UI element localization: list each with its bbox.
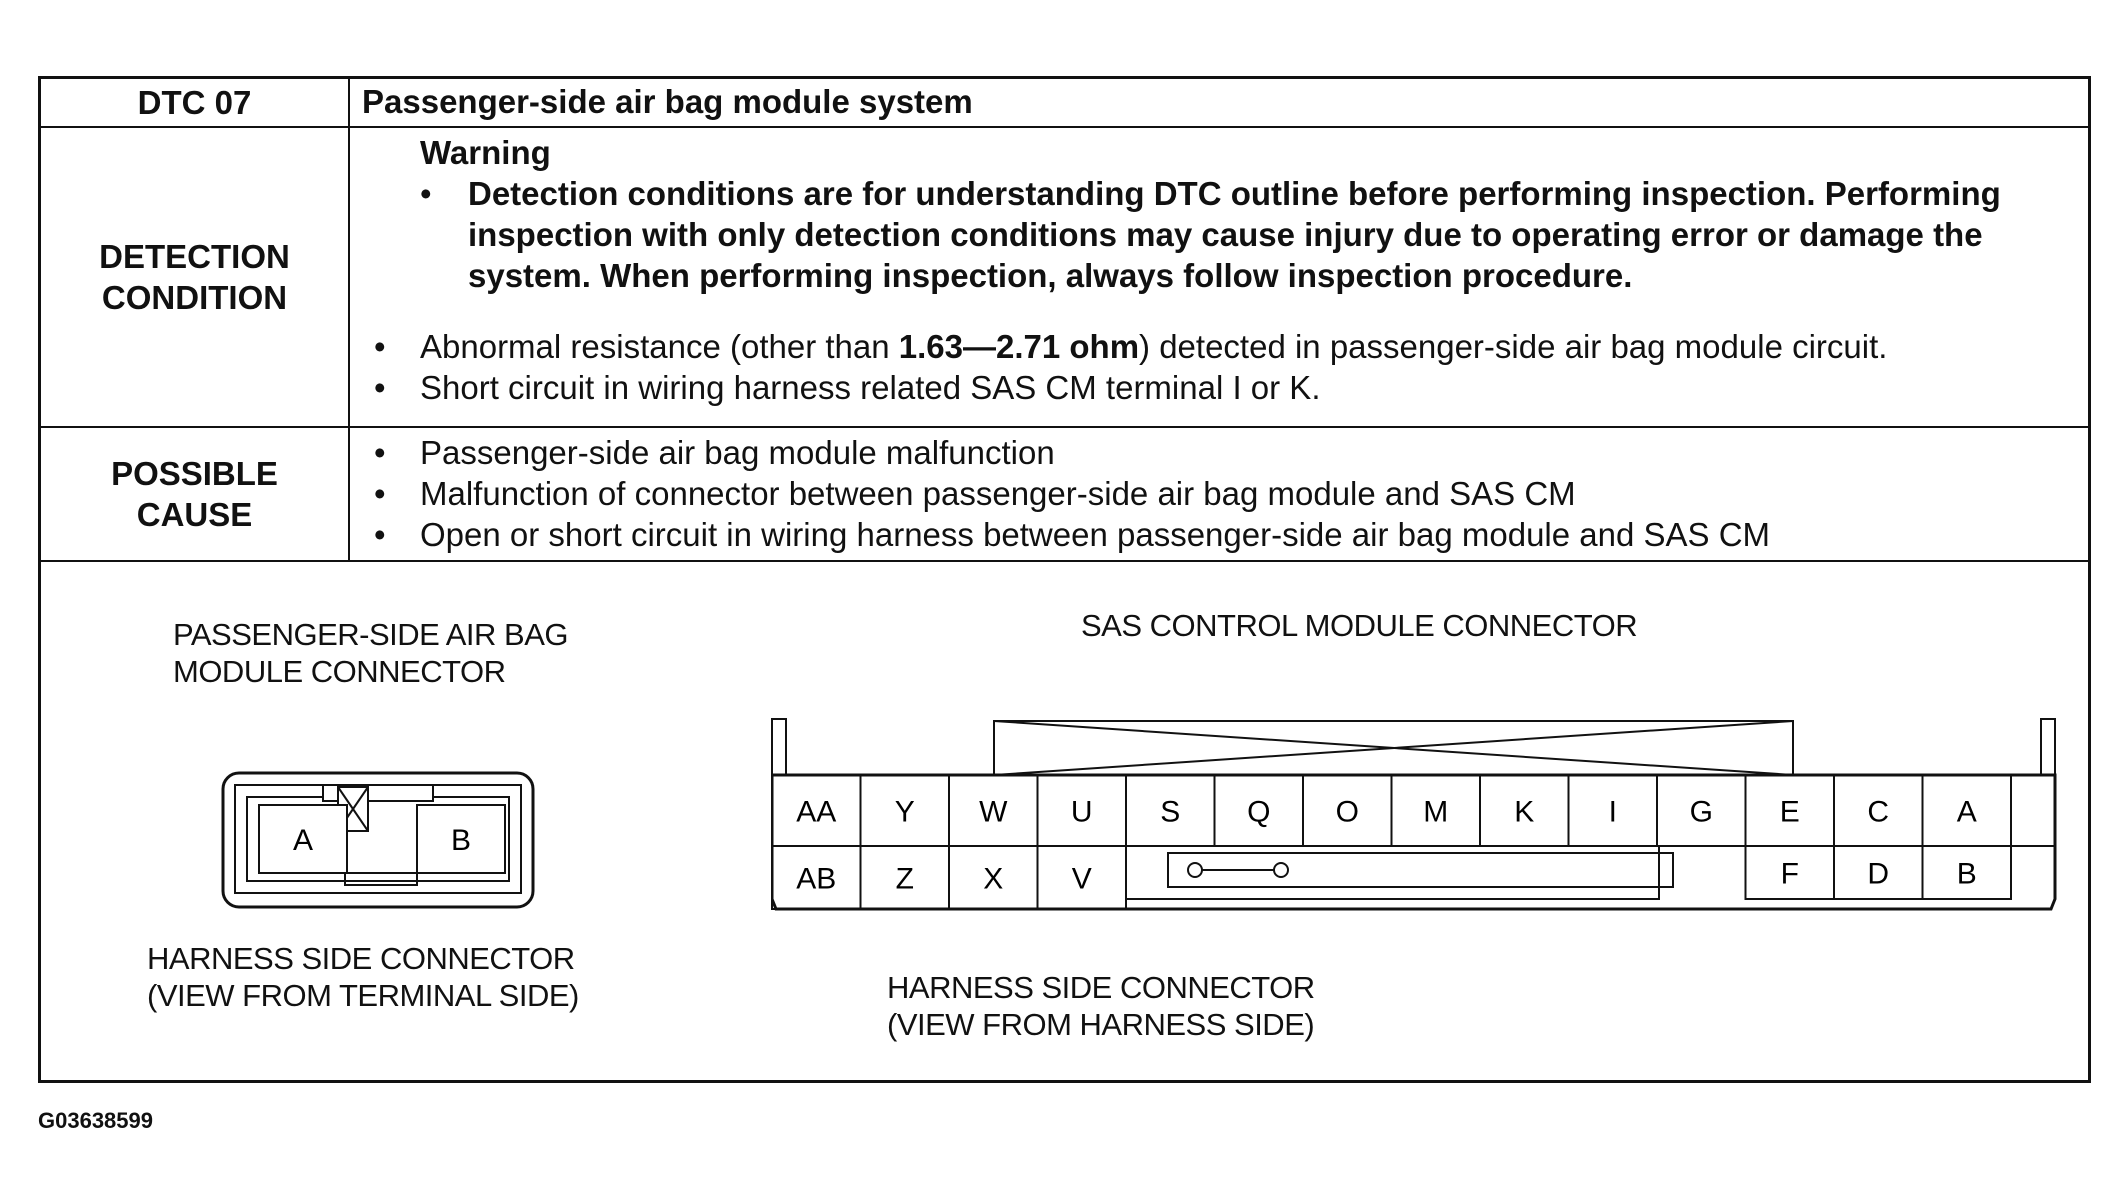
terminal-a xyxy=(258,804,348,874)
shorting-bar-slot xyxy=(1167,852,1674,888)
possible-cause-label: POSSIBLE CAUSE xyxy=(41,427,350,562)
terminal-b-label: B xyxy=(451,824,471,857)
sas-terminal-label: V xyxy=(1072,863,1092,896)
resistance-value: 1.63—2.71 ohm xyxy=(898,328,1140,365)
sas-terminal-label: W xyxy=(979,796,1008,829)
dtc-title: Passenger-side air bag module system xyxy=(362,83,973,120)
detection-body: Warning Detection conditions are for und… xyxy=(349,127,2088,428)
sas-connector-caption: HARNESS SIDE CONNECTOR (VIEW FROM HARNES… xyxy=(887,970,1315,1042)
figure-code: G03638599 xyxy=(38,1108,153,1133)
sas-terminal-label: K xyxy=(1514,796,1534,829)
sas-terminal-label: S xyxy=(1160,796,1180,829)
sas-terminal-label: I xyxy=(1609,796,1617,829)
detection-label: DETECTION CONDITION xyxy=(41,127,350,428)
sas-terminal-label: Q xyxy=(1247,796,1270,829)
sas-top-row: AA Y W U S Q O M K I G E C A xyxy=(771,774,2012,847)
possible-cause-body: Passenger-side air bag module malfunctio… xyxy=(349,427,2088,562)
sas-terminal-label: B xyxy=(1957,858,1977,891)
cause-item: Open or short circuit in wiring harness … xyxy=(350,514,2088,555)
detection-item: Short circuit in wiring harness related … xyxy=(350,367,2088,408)
sas-connector-diagram: AA Y W U S Q O M K I G E C A AB Z X V F D B xyxy=(771,718,2057,911)
sas-terminal-label: Y xyxy=(895,796,915,829)
warning-item: Detection conditions are for understandi… xyxy=(350,173,2088,296)
dtc-sheet: DTC 07 Passenger-side air bag module sys… xyxy=(38,76,2091,1083)
sas-terminal-label: U xyxy=(1071,796,1093,829)
dtc-table: DTC 07 Passenger-side air bag module sys… xyxy=(41,79,2088,562)
possible-cause-row: POSSIBLE CAUSE Passenger-side air bag mo… xyxy=(41,427,2088,562)
sas-terminal-label: C xyxy=(1867,796,1889,829)
sas-terminal-label: F xyxy=(1781,858,1799,891)
airbag-connector-diagram: A B xyxy=(221,771,535,909)
airbag-connector-title: PASSENGER-SIDE AIR BAG MODULE CONNECTOR xyxy=(173,617,568,689)
sas-terminal-label: E xyxy=(1780,796,1800,829)
cause-item: Passenger-side air bag module malfunctio… xyxy=(350,432,2088,473)
dtc-code: DTC 07 xyxy=(41,79,350,128)
sas-terminal-label: A xyxy=(1957,796,1977,829)
sas-terminal-label: AB xyxy=(796,863,836,896)
sas-terminal-label: G xyxy=(1690,796,1713,829)
sas-terminal-label: D xyxy=(1867,858,1889,891)
terminal-a-label: A xyxy=(293,824,313,857)
airbag-connector-caption: HARNESS SIDE CONNECTOR (VIEW FROM TERMIN… xyxy=(147,941,579,1013)
sas-terminal-label: Z xyxy=(896,863,914,896)
header-row: DTC 07 Passenger-side air bag module sys… xyxy=(41,79,2088,128)
sas-terminal-label: O xyxy=(1336,796,1359,829)
detection-row: DETECTION CONDITION Warning Detection co… xyxy=(41,127,2088,428)
sas-blank-region xyxy=(1125,845,1660,900)
sas-terminal-label: AA xyxy=(796,796,836,829)
sas-terminal-label: X xyxy=(983,863,1003,896)
sas-terminal-cell xyxy=(1921,845,2012,900)
detection-item: Abnormal resistance (other than 1.63—2.7… xyxy=(350,326,2088,367)
terminal-b xyxy=(416,804,506,874)
cause-item: Malfunction of connector between passeng… xyxy=(350,473,2088,514)
sas-bottom-row: AB Z X V F D B xyxy=(771,845,2012,910)
warning-heading: Warning xyxy=(420,134,551,171)
sas-connector-title: SAS CONTROL MODULE CONNECTOR xyxy=(1081,608,1638,643)
sas-terminal-label: M xyxy=(1423,796,1448,829)
